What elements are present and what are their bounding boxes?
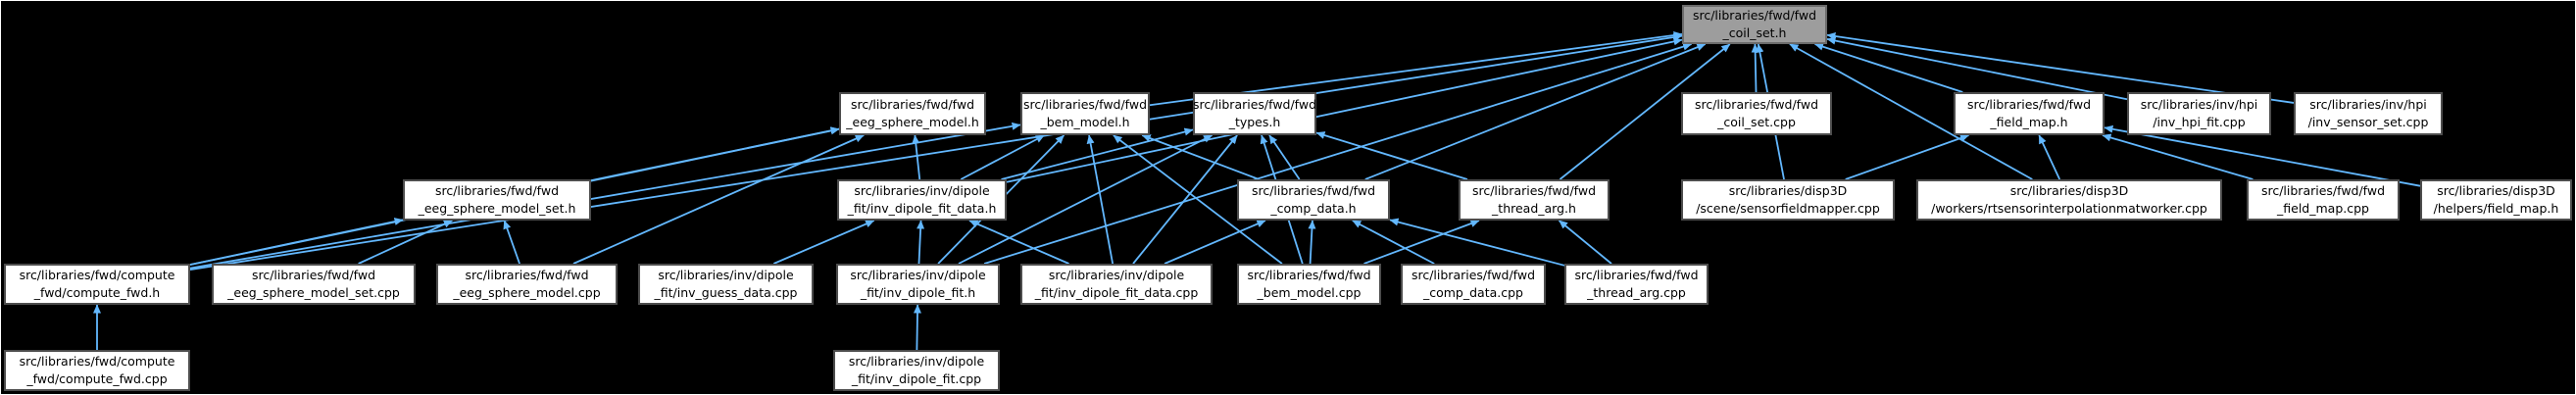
graph-node[interactable]: src/libraries/inv/dipole _fit/inv_dipole… (837, 179, 1007, 221)
graph-node[interactable]: src/libraries/fwd/fwd _types.h (1193, 92, 1316, 135)
graph-node[interactable]: src/libraries/inv/dipole _fit/inv_dipole… (833, 350, 1000, 391)
dependency-edge (1558, 220, 1612, 265)
graph-node[interactable]: src/libraries/fwd/fwd _comp_data.cpp (1401, 264, 1546, 305)
dependency-edge (1001, 127, 1194, 180)
dependency-edge (1364, 43, 1707, 180)
dependency-edge (1789, 43, 2033, 180)
graph-node[interactable]: src/libraries/fwd/fwd _eeg_sphere_model.… (436, 264, 618, 305)
dependency-edge (1814, 42, 1963, 93)
dependency-edge (1308, 220, 1316, 265)
dependency-edge (1006, 37, 1683, 183)
dependency-edge (1132, 134, 1238, 265)
dependency-edge (1751, 43, 1759, 93)
graph-node[interactable]: src/libraries/inv/hpi /inv_sensor_set.cp… (2294, 92, 2443, 135)
dependency-edge (913, 304, 921, 351)
graph-node[interactable]: src/libraries/fwd/fwd _thread_arg.h (1459, 179, 1610, 221)
graph-node[interactable]: src/libraries/fwd/fwd _comp_data.h (1237, 179, 1390, 221)
dependency-edge (1389, 218, 1565, 267)
dependency-edge (1352, 220, 1435, 265)
graph-node[interactable]: src/libraries/inv/dipole _fit/inv_guess_… (638, 264, 814, 305)
graph-node[interactable]: src/libraries/disp3D /helpers/field_map.… (2420, 179, 2572, 221)
graph-node[interactable]: src/libraries/inv/dipole _fit/inv_dipole… (836, 264, 1000, 305)
dependency-edge (2104, 124, 2421, 187)
graph-node[interactable]: src/libraries/fwd/fwd _eeg_sphere_model_… (403, 179, 591, 221)
dependency-edge (968, 220, 1069, 265)
graph-node[interactable]: src/libraries/fwd/compute _fwd/compute_f… (4, 350, 190, 391)
graph-node[interactable]: src/libraries/fwd/fwd _field_map.cpp (2247, 179, 2400, 221)
graph-node[interactable]: src/libraries/fwd/fwd _coil_set.cpp (1681, 92, 1832, 135)
graph-node[interactable]: src/libraries/fwd/fwd _thread_arg.cpp (1564, 264, 1709, 305)
dependency-edge (2102, 133, 2254, 180)
dependency-edge (189, 32, 1683, 272)
dependency-edge (916, 220, 925, 265)
dependency-edge (1363, 220, 1480, 265)
dependency-edge (1164, 220, 1266, 265)
dependency-edge (189, 218, 404, 266)
dependency-edge (358, 220, 453, 265)
dependency-edge (772, 220, 875, 265)
graph-node[interactable]: src/libraries/disp3D /scene/sensorfieldm… (1681, 179, 1895, 221)
graph-node-root[interactable]: src/libraries/fwd/fwd _coil_set.h (1682, 5, 1827, 44)
graph-node[interactable]: src/libraries/fwd/fwd _bem_model.h (1020, 92, 1150, 135)
graph-node[interactable]: src/libraries/fwd/compute _fwd/compute_f… (4, 264, 190, 305)
graph-node[interactable]: src/libraries/fwd/fwd _eeg_sphere_model_… (212, 264, 416, 305)
graph-node[interactable]: src/libraries/fwd/fwd _field_map.h (1954, 92, 2105, 135)
graph-node[interactable]: src/libraries/fwd/fwd _eeg_sphere_model.… (839, 92, 986, 135)
graph-node[interactable]: src/libraries/disp3D /workers/rtsensorin… (1916, 179, 2222, 221)
dependency-edge (1559, 43, 1731, 180)
dependency-edge (1826, 32, 2295, 104)
dependency-edge (958, 134, 1214, 265)
dependency-edge (960, 134, 1045, 180)
dependency-edge (1268, 134, 1301, 180)
dependency-edge (983, 42, 1693, 265)
dependency-edge (1845, 134, 1969, 180)
dependency-edge (1113, 134, 1283, 265)
dependency-edge (572, 134, 865, 265)
graph-node[interactable]: src/libraries/fwd/fwd _bem_model.cpp (1237, 264, 1381, 305)
graph-node[interactable]: src/libraries/inv/dipole _fit/inv_dipole… (1020, 264, 1213, 305)
dependency-edge (2038, 134, 2061, 180)
dependency-edge (1141, 134, 1260, 180)
dependency-edge (189, 122, 1021, 270)
dependency-edge (1315, 131, 1468, 180)
dependency-edge (1086, 134, 1115, 265)
dependency-edge (1826, 36, 2128, 101)
dependency-edge (503, 220, 520, 265)
graph-node[interactable]: src/libraries/inv/hpi /inv_hpi_fit.cpp (2127, 92, 2271, 135)
